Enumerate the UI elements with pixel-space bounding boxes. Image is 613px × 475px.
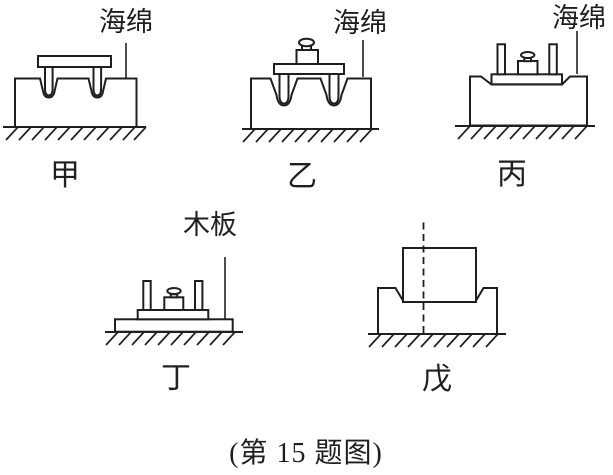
weight-knob	[166, 287, 182, 295]
table-leg-right-up	[194, 280, 204, 311]
ground-hatching	[5, 126, 147, 141]
table-leg-left-up	[496, 43, 506, 76]
sponge	[250, 77, 372, 130]
weight-body	[163, 296, 185, 311]
weight-knob	[298, 37, 315, 48]
table-top	[37, 55, 112, 68]
panel-ding: 木板 丁	[105, 210, 243, 395]
panel-label: 丁	[161, 362, 191, 395]
weight-knob	[520, 51, 536, 59]
table-top-inverted	[136, 309, 210, 321]
table-top	[273, 63, 345, 75]
panel-bing: 海绵 丙	[455, 3, 606, 191]
sponge-annotation: 海绵	[333, 8, 387, 38]
board-annotation: 木板	[183, 210, 237, 240]
table-leg-left	[44, 65, 54, 97]
sponge	[14, 77, 138, 128]
table-top-inverted	[490, 73, 563, 86]
weight-body	[295, 49, 319, 65]
sponge-annotation: 海绵	[99, 7, 153, 37]
table-leg-left	[278, 72, 290, 105]
table-leg-right	[328, 72, 340, 105]
table-leg-left-up	[142, 280, 152, 311]
sponge-annotation: 海绵	[552, 3, 606, 33]
panel-label: 乙	[287, 160, 317, 193]
panel-wu: 戊	[368, 222, 506, 396]
weight-body	[517, 60, 539, 76]
block	[402, 247, 477, 303]
ground-hatching	[105, 331, 236, 346]
ground-hatching	[457, 125, 588, 140]
ground-hatching	[242, 128, 373, 143]
wood-board	[114, 318, 234, 333]
figure-caption: (第 15 题图)	[229, 437, 383, 469]
panel-label: 丙	[497, 158, 527, 191]
ground-hatching	[368, 333, 499, 348]
panel-jia: 海绵 甲	[3, 7, 153, 192]
panel-yi: 海绵 乙	[242, 8, 387, 193]
table-leg-right-up	[548, 43, 558, 76]
table-leg-right	[92, 65, 103, 97]
panel-label: 甲	[50, 159, 80, 192]
panel-label: 戊	[422, 363, 452, 396]
